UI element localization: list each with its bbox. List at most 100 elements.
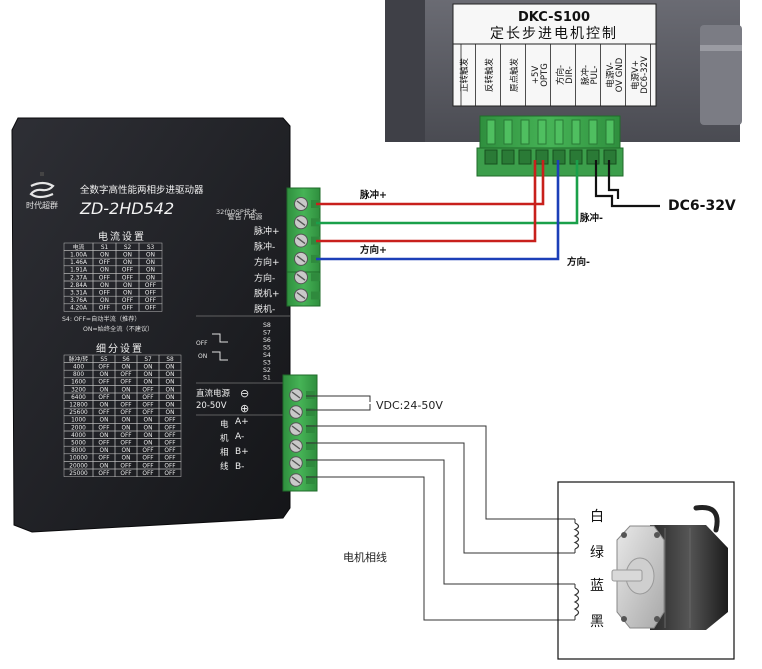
table-cell: ON xyxy=(166,387,175,393)
table-cell: 8000 xyxy=(71,448,86,454)
label-dir-minus: 方向- xyxy=(567,256,590,268)
wire-phase-a-plus xyxy=(306,425,575,520)
table-cell: OFF xyxy=(145,298,156,304)
table-cell: OFF xyxy=(122,306,133,312)
table-header-cell: S6 xyxy=(122,357,130,363)
table-cell: OFF xyxy=(99,306,110,312)
table-cell: OFF xyxy=(120,441,131,447)
table-cell: ON xyxy=(144,372,153,378)
motor-frame xyxy=(557,481,735,660)
table-cell: OFF xyxy=(99,291,110,297)
table-cell: ON xyxy=(100,283,109,289)
table-cell: 1.00A xyxy=(70,253,87,259)
wire-phase-a-minus xyxy=(306,442,575,554)
table-cell: OFF xyxy=(122,298,133,304)
table-cell: 3.76A xyxy=(70,298,87,304)
table-cell: OFF xyxy=(122,275,133,281)
dc-power-label: 直流电源 xyxy=(196,388,231,399)
table-cell: ON xyxy=(144,418,153,424)
table-cell: OFF xyxy=(145,306,156,312)
table-cell: OFF xyxy=(164,456,175,462)
table-cell: OFF xyxy=(142,403,153,409)
dip-switch-legend: OFF ON xyxy=(196,333,228,361)
phase-labels: A+A-B+B- xyxy=(235,417,249,472)
table-cell: ON xyxy=(146,260,155,266)
table-cell: OFF xyxy=(98,471,109,477)
table-cell: ON xyxy=(122,395,131,401)
table-cell: OFF xyxy=(164,471,175,477)
signal-label: 脱机+ xyxy=(254,287,280,299)
table-cell: OFF xyxy=(164,441,175,447)
current-title: 电流设置 xyxy=(98,230,146,243)
controller-terminal-label: 电源V- xyxy=(605,62,616,87)
table-cell: OFF xyxy=(120,433,131,439)
table-cell: ON xyxy=(100,253,109,259)
controller-terminal-label: OPTG xyxy=(540,63,550,87)
wire-color-label: 绿 xyxy=(590,545,604,561)
controller-terminal-label: 方向- xyxy=(555,65,566,85)
driver-model: ZD-2HD542 xyxy=(79,199,174,218)
motor-coils xyxy=(573,519,580,620)
table-cell: 1000 xyxy=(71,418,86,424)
stepper-motor-image xyxy=(611,504,728,630)
controller-label-panel xyxy=(452,3,657,107)
controller-terminal-label: 脉冲- xyxy=(580,65,591,85)
power-plus-symbol: ⊕ xyxy=(240,402,249,415)
motor-phase-vertical-label: 电机相线 xyxy=(220,419,229,472)
table-cell: 5000 xyxy=(71,441,86,447)
table-cell: OFF xyxy=(164,463,175,469)
controller-terminal-label: 原点触发 xyxy=(509,58,520,93)
table-cell: OFF xyxy=(98,365,109,371)
motor-label-char: 相 xyxy=(220,447,229,458)
table-cell: 1600 xyxy=(71,380,86,386)
signal-label: 方向+ xyxy=(254,256,280,268)
coil-winding xyxy=(573,522,580,550)
wire-color-label: 蓝 xyxy=(590,578,604,594)
table-cell: 2.84A xyxy=(70,283,87,289)
switch-on-icon xyxy=(212,351,228,361)
table-cell: 3200 xyxy=(71,387,86,393)
driver-brand: 时代超群 xyxy=(26,200,58,210)
table-cell: OFF xyxy=(142,463,153,469)
table-cell: 4000 xyxy=(71,433,86,439)
table-cell: OFF xyxy=(164,418,175,424)
table-cell: ON xyxy=(146,268,155,274)
table-cell: OFF xyxy=(120,471,131,477)
dip-switch-label: S4 xyxy=(263,352,271,359)
table-cell: OFF xyxy=(98,441,109,447)
wire-dir-plus xyxy=(316,160,537,243)
table-cell: OFF xyxy=(164,448,175,454)
dip-switch-label: S8 xyxy=(263,322,271,329)
table-cell: ON xyxy=(100,463,109,469)
controller-left-edge xyxy=(385,0,425,142)
signal-label: 脱机- xyxy=(254,303,275,315)
table-cell: 1.91A xyxy=(70,268,87,274)
table-cell: ON xyxy=(166,372,175,378)
table-cell: OFF xyxy=(142,471,153,477)
driver-unit: 时代超群 全数字高性能两相步进驱动器 ZD-2HD542 32位DSP技术 电流… xyxy=(11,117,291,533)
dip-switch-label: S5 xyxy=(263,345,271,352)
table-header-cell: S8 xyxy=(166,357,174,363)
motor-label-char: 机 xyxy=(220,433,229,444)
table-cell: ON xyxy=(166,410,175,416)
table-cell: OFF xyxy=(98,456,109,462)
motor-shaft xyxy=(611,569,643,582)
table-cell: OFF xyxy=(98,380,109,386)
table-cell: OFF xyxy=(120,410,131,416)
table-cell: 800 xyxy=(73,372,84,378)
table-cell: ON xyxy=(166,403,175,409)
terminal-slot xyxy=(518,149,532,165)
table-header-cell: 脉冲/转 xyxy=(69,355,89,363)
table-cell: 25000 xyxy=(69,471,88,477)
controller-terminal-label: OV GND xyxy=(615,57,625,92)
table-cell: ON xyxy=(123,283,132,289)
table-cell: 12800 xyxy=(69,403,88,409)
table-cell: ON xyxy=(100,387,109,393)
wire-dir-minus xyxy=(316,160,560,261)
label-pulse-plus: 脉冲+ xyxy=(359,189,387,201)
table-cell: 400 xyxy=(73,365,84,371)
table-cell: ON xyxy=(144,433,153,439)
